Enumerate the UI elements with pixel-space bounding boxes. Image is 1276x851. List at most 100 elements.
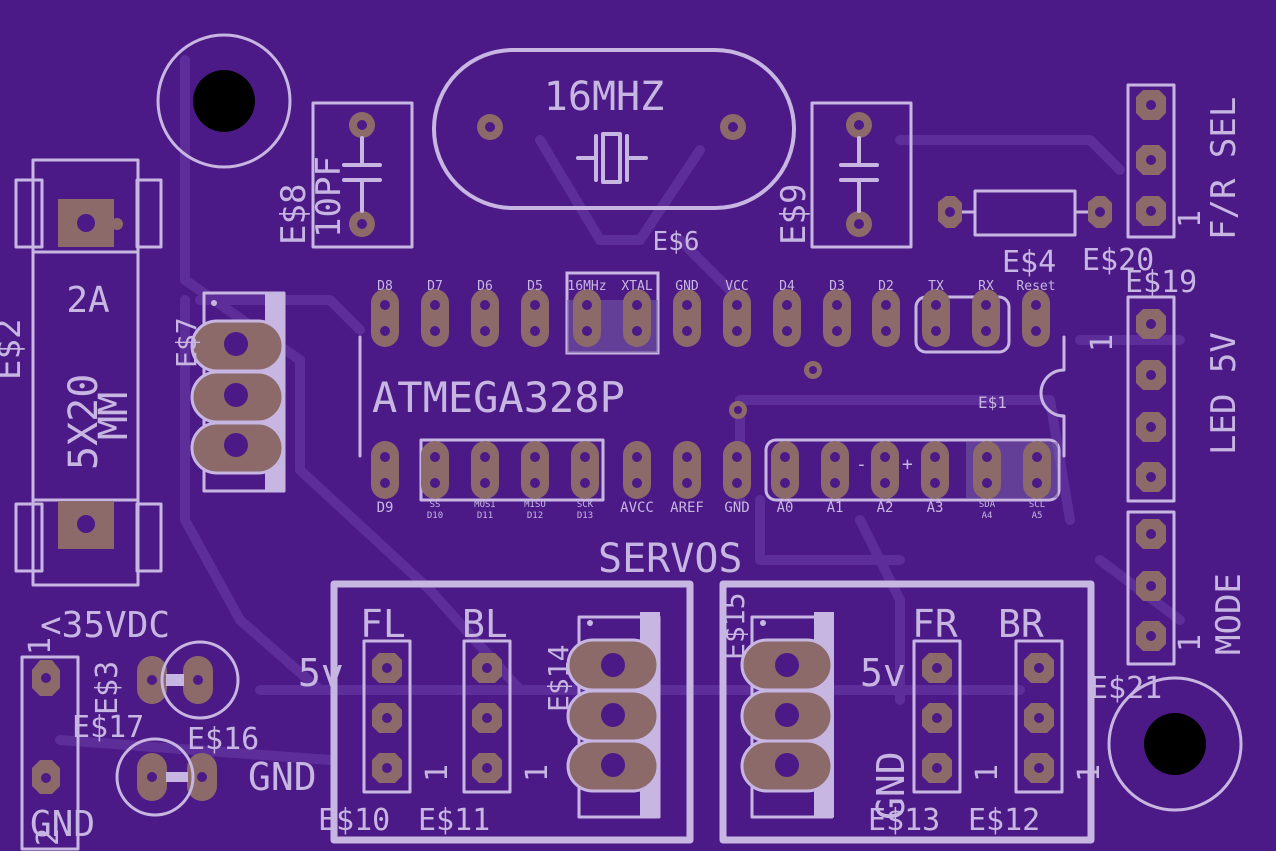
mcu-bottom-pin-pad — [973, 441, 1001, 499]
crystal-name: E$6 — [653, 227, 700, 257]
header-e13-name: E$13 — [868, 803, 940, 838]
mcu-top-pin-pad — [723, 289, 751, 347]
header-e20-pins — [1136, 90, 1166, 226]
jumper-e17-name: E$17 — [72, 710, 144, 745]
mcu-top-pin-label: D5 — [527, 279, 543, 294]
mounting-hole-bottom-right — [1107, 676, 1243, 812]
servo-pin-pad — [472, 703, 502, 733]
crystal-symbol — [576, 132, 648, 184]
mcu-bottom-pin-label: A2 — [877, 500, 894, 516]
capacitor-e9-name: E$9 — [774, 184, 814, 245]
fuse-size-line2: MM — [91, 392, 137, 440]
mcu-top-pin-label: D2 — [878, 279, 894, 294]
mcu-top-pin-pad — [673, 289, 701, 347]
mcu-top-pin-label: D3 — [829, 279, 845, 294]
mcu-bottom-pin-pad — [821, 441, 849, 499]
mcu-bottom-pin-pad — [623, 441, 651, 499]
mode-label: MODE — [1209, 573, 1249, 655]
capacitor-e8-name: E$8 — [274, 184, 314, 245]
servo-block-right: FR BR 5v GND 1 1 E$13 E$12 E$21 E$15 — [718, 580, 1162, 844]
servo-pin-pad — [372, 653, 402, 683]
bottom-left-pin-one: 1 — [23, 637, 58, 655]
mcu-bottom-pin-pad — [871, 441, 899, 499]
mcu-top-pin-pad — [872, 289, 900, 347]
servos-title: SERVOS — [598, 536, 743, 582]
jumper-e3: E$3 — [90, 640, 240, 720]
servo-br-pin-one: 1 — [1072, 764, 1107, 782]
mcu-bottom-pin-label: SCL — [1029, 500, 1045, 510]
header-e18-pin-one: 1 — [1173, 634, 1208, 652]
fuse-rating: 2A — [66, 280, 110, 321]
servo-fr-label: FR — [912, 602, 958, 646]
servo-block-left: SERVOS FL BL 5v GND 1 1 E$10 E$11 E$14 — [248, 536, 743, 844]
gnd-servo-right: GND — [869, 751, 913, 820]
mcu-top-pin-pad — [521, 289, 549, 347]
mcu-bottom-pin-pad — [471, 441, 499, 499]
mcu-top-pin-label: D7 — [427, 279, 443, 294]
servo-bl-label: BL — [462, 602, 508, 646]
mcu-top-pin-label: D8 — [377, 279, 393, 294]
servo-pin-pad — [472, 653, 502, 683]
mounting-hole-top-left — [156, 33, 292, 169]
mcu-top-pin-label: D4 — [779, 279, 795, 294]
mcu-bottom-pin-label: A0 — [777, 500, 794, 516]
mcu-bottom-pin-label: AREF — [670, 500, 704, 516]
mcu-top-pin-label: RX — [978, 279, 994, 294]
mcu-bottom-pin-label: A3 — [927, 500, 944, 516]
mcu-bottom-pin-pad — [771, 441, 799, 499]
mcu-top-pin-label: TX — [928, 279, 944, 294]
mcu-bottom-pin-sublabel: D12 — [527, 511, 543, 521]
mcu-top-pin-pad — [1022, 289, 1050, 347]
mcu-top-pin-pad — [471, 289, 499, 347]
five-v-left: 5v — [298, 651, 344, 695]
servo-pin-pad — [372, 703, 402, 733]
header-e19-pin-one: 1 — [1085, 334, 1120, 352]
header-pin-pad — [1136, 90, 1166, 120]
crystal-e6: 16MHZ E$6 — [432, 48, 796, 257]
capacitor-e9: E$9 — [774, 101, 913, 249]
mcu-bottom-pin-pad — [521, 441, 549, 499]
servo-fl-label: FL — [360, 602, 406, 646]
fr-sel-label: F/R SEL — [1204, 97, 1244, 240]
mcu-name: E$1 — [978, 393, 1007, 412]
polarity-plus: + — [902, 454, 913, 475]
bottom-left-pin-two: 2 — [31, 828, 66, 846]
jumper-e3-name: E$3 — [90, 661, 125, 715]
mcu-bottom-pin-label: A1 — [827, 500, 844, 516]
header-e21-name: E$21 — [1090, 671, 1162, 706]
servo-pin-pad — [1024, 703, 1054, 733]
mcu-bottom-pin-sublabel: A4 — [982, 511, 993, 521]
mcu-bottom-pin-label: SCK — [577, 500, 594, 510]
mcu-top-pin-label: 16MHz — [567, 279, 606, 294]
connector-e15: E$15 — [718, 593, 834, 819]
mcu-bottom-pin-label: D9 — [377, 500, 394, 516]
mcu-bottom-pin-pad — [673, 441, 701, 499]
header-pin-pad — [1136, 145, 1166, 175]
servo-pin-pad — [922, 653, 952, 683]
mcu-top-pin-pad — [773, 289, 801, 347]
servo-fr-pin-one: 1 — [970, 764, 1005, 782]
header-pin-pad — [1136, 571, 1166, 601]
header-pin-pad — [1136, 360, 1166, 390]
header-e11-name: E$11 — [418, 803, 490, 838]
fuse-size-line1: 5X20 — [61, 374, 107, 470]
power-connector-name: E$7 — [170, 317, 203, 368]
mcu-bottom-pin-pad — [1023, 441, 1051, 499]
mcu-bottom-pin-pad — [421, 441, 449, 499]
mcu-bottom-pin-pad — [371, 441, 399, 499]
mcu-top-pin-label: XTAL — [621, 279, 652, 294]
header-pin-pad — [1136, 621, 1166, 651]
connector-e14: E$14 — [542, 612, 661, 819]
mcu-bottom-pin-sublabel: A5 — [1032, 511, 1043, 521]
header-e12-name: E$12 — [968, 803, 1040, 838]
capacitor-e8-value: 10PF — [309, 156, 349, 238]
resistor-e4-name: E$4 — [1002, 245, 1056, 280]
mcu-top-pin-pad — [823, 289, 851, 347]
servo-fl-pin-one: 1 — [420, 764, 455, 782]
gnd-servo-left: GND — [248, 755, 317, 799]
mcu-top-pin-pad — [972, 289, 1000, 347]
